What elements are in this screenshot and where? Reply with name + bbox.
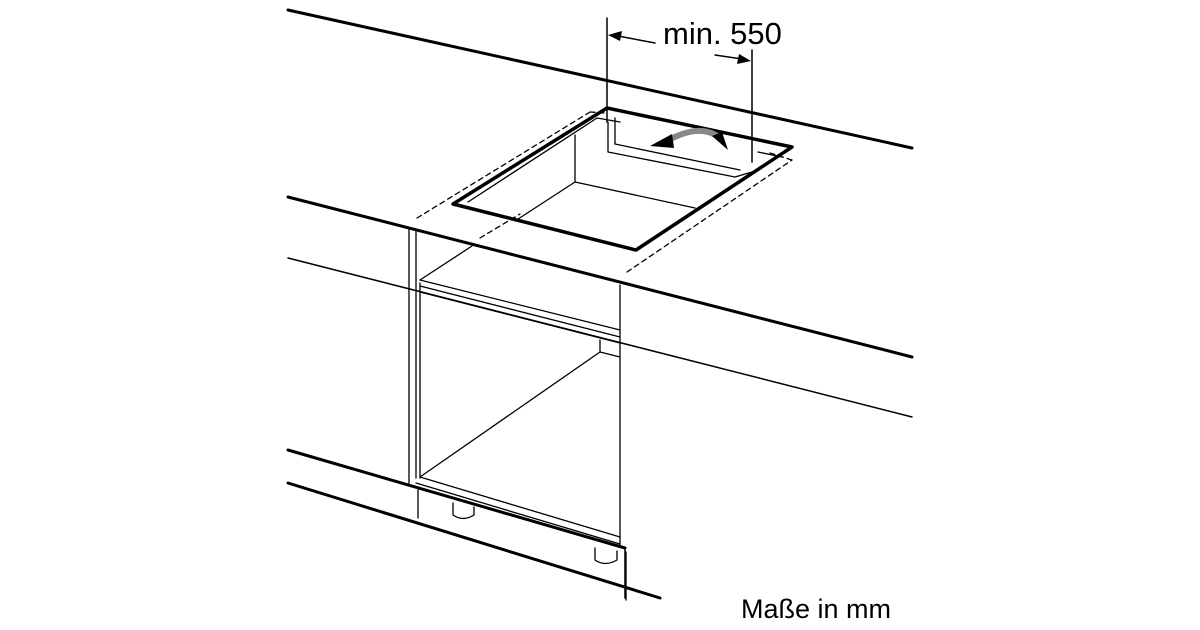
hob-cutout [451,106,794,252]
curved-arrow-icon [650,128,728,150]
cabinet-feet [452,502,618,565]
countertop [286,8,914,418]
base-cabinet [408,227,627,601]
dimension-label: min. 550 [663,16,782,51]
dimension-lines [606,17,753,163]
arrow-left-icon [608,31,622,41]
units-note: Maße in mm [741,594,892,624]
plinth-lines [286,448,662,600]
arrow-right-icon [737,54,751,64]
